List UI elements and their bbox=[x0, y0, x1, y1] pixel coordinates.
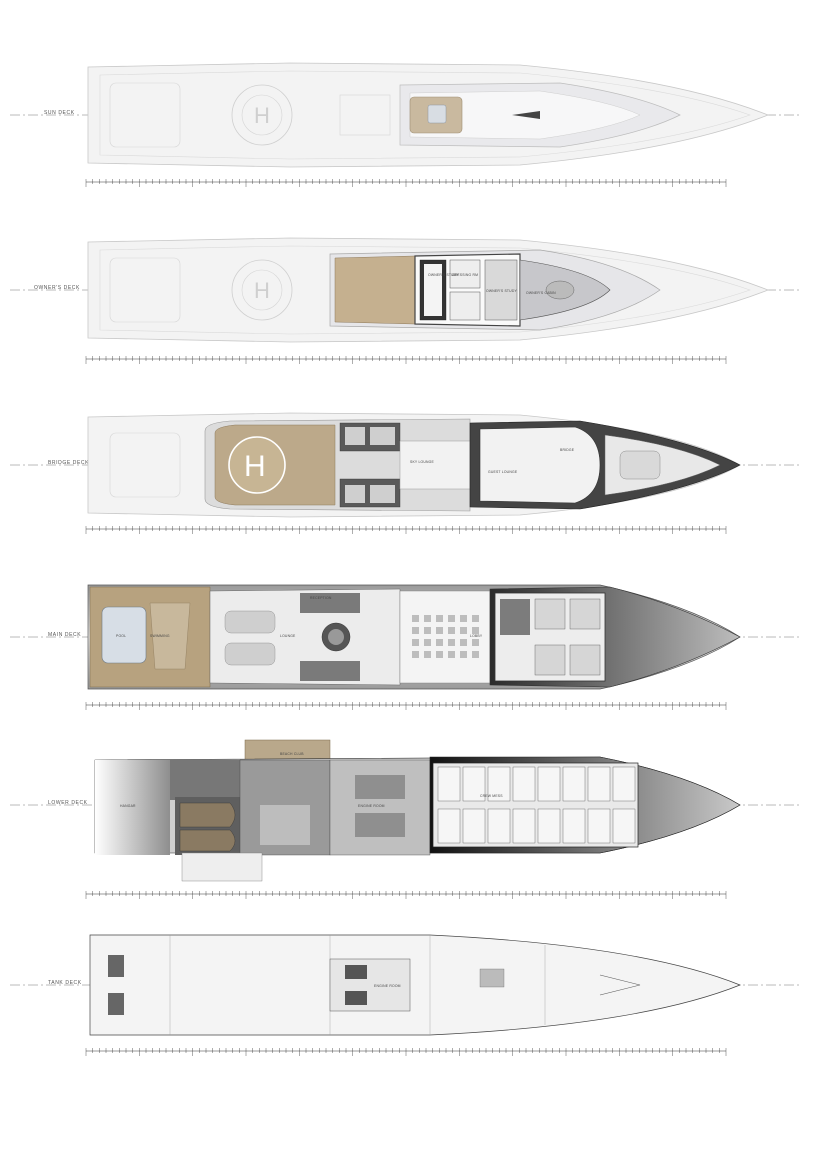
bridge-deck-plan: H SKY LOUNGE GUEST LOUNGE BRIDGE bbox=[10, 412, 800, 518]
scale-bar bbox=[85, 356, 727, 364]
chair bbox=[472, 639, 479, 646]
chair bbox=[448, 651, 455, 658]
deck-label: TANK DECK bbox=[48, 980, 82, 986]
chair bbox=[436, 615, 443, 622]
chair bbox=[424, 615, 431, 622]
cabin bbox=[487, 766, 511, 802]
cabin bbox=[587, 766, 611, 802]
main-deck-section: MAIN DECK POOL SWIMMING bbox=[0, 577, 818, 717]
scale-bar bbox=[85, 526, 727, 534]
deck-label: SUN DECK bbox=[44, 110, 75, 116]
cabin bbox=[612, 766, 636, 802]
chair bbox=[412, 651, 419, 658]
main-deck-plan: POOL SWIMMING LOUNGE RECEPTION LOBBY bbox=[10, 584, 800, 690]
room-label: GUEST LOUNGE bbox=[488, 470, 518, 474]
chair bbox=[436, 651, 443, 658]
room-label: CREW MESS bbox=[480, 794, 503, 798]
chair bbox=[436, 639, 443, 646]
deck-label: MAIN DECK bbox=[48, 632, 82, 638]
chair bbox=[472, 651, 479, 658]
deck-label: LOWER DECK bbox=[48, 800, 88, 806]
owners-deck-section: OWNER'S DECK H OWNER'S STUDY DRESSING RM… bbox=[0, 230, 818, 370]
room-label: SWIMMING bbox=[150, 634, 170, 638]
room-label: DRESSING RM bbox=[452, 273, 478, 277]
sun-deck-section: SUN DECK H bbox=[0, 55, 818, 195]
room-label: RECEPTION bbox=[310, 596, 332, 600]
cabin bbox=[562, 766, 586, 802]
cabin bbox=[512, 808, 536, 844]
room-label: POOL bbox=[116, 634, 126, 638]
chair bbox=[472, 615, 479, 622]
room-label: ENGINE ROOM bbox=[374, 984, 401, 988]
chair bbox=[460, 639, 467, 646]
cabin bbox=[437, 808, 461, 844]
tank-deck-section: TANK DECK ENGINE ROOM bbox=[0, 925, 818, 1065]
room-label: LOBBY bbox=[470, 634, 483, 638]
cabin bbox=[487, 808, 511, 844]
sun-deck-plan: H bbox=[10, 62, 800, 168]
chair bbox=[460, 627, 467, 634]
lower-deck-section: LOWER DECK HANGAR BEACH CLUB ENGINE ROOM bbox=[0, 735, 818, 910]
cabin bbox=[462, 766, 486, 802]
chair bbox=[448, 615, 455, 622]
chair bbox=[424, 627, 431, 634]
room-label: OWNER'S STUDY bbox=[486, 289, 517, 293]
cabin bbox=[537, 808, 561, 844]
cabin bbox=[537, 766, 561, 802]
tank-deck-plan: ENGINE ROOM bbox=[10, 934, 800, 1036]
deck-label: OWNER'S DECK bbox=[34, 285, 80, 291]
deck-label: BRIDGE DECK bbox=[48, 460, 90, 466]
scale-bar bbox=[85, 1048, 727, 1056]
chair bbox=[424, 639, 431, 646]
chair bbox=[472, 627, 479, 634]
owners-deck-plan: H OWNER'S STUDY DRESSING RM OWNER'S STUD… bbox=[10, 237, 800, 343]
chair bbox=[460, 615, 467, 622]
bridge-deck-section: BRIDGE DECK H SKY LOUNGE GUEST LOUNGE BR… bbox=[0, 405, 818, 545]
room-label: LOUNGE bbox=[280, 634, 296, 638]
scale-bar bbox=[85, 891, 727, 899]
chair bbox=[424, 651, 431, 658]
chair bbox=[412, 627, 419, 634]
room-label: ENGINE ROOM bbox=[358, 804, 385, 808]
scale-bar bbox=[85, 702, 727, 710]
scale-bar bbox=[85, 179, 727, 187]
cabin bbox=[462, 808, 486, 844]
chair bbox=[412, 615, 419, 622]
chair bbox=[436, 627, 443, 634]
svg-text:H: H bbox=[254, 103, 270, 128]
cabin bbox=[512, 766, 536, 802]
room-label: BRIDGE bbox=[560, 448, 575, 452]
room-label: OWNER'S STUDY bbox=[428, 273, 459, 277]
lower-deck-plan: HANGAR BEACH CLUB ENGINE ROOM CREW MESS bbox=[10, 739, 800, 882]
svg-text:H: H bbox=[244, 450, 266, 483]
room-label: SKY LOUNGE bbox=[410, 460, 435, 464]
svg-text:H: H bbox=[254, 278, 270, 303]
chair bbox=[412, 639, 419, 646]
room-label: BEACH CLUB bbox=[280, 752, 304, 756]
chair bbox=[448, 639, 455, 646]
cabin bbox=[587, 808, 611, 844]
room-label: OWNER'S CABIN bbox=[526, 291, 556, 295]
cabin bbox=[612, 808, 636, 844]
chair bbox=[460, 651, 467, 658]
cabin bbox=[562, 808, 586, 844]
room-label: HANGAR bbox=[120, 804, 136, 808]
chair bbox=[448, 627, 455, 634]
cabin bbox=[437, 766, 461, 802]
